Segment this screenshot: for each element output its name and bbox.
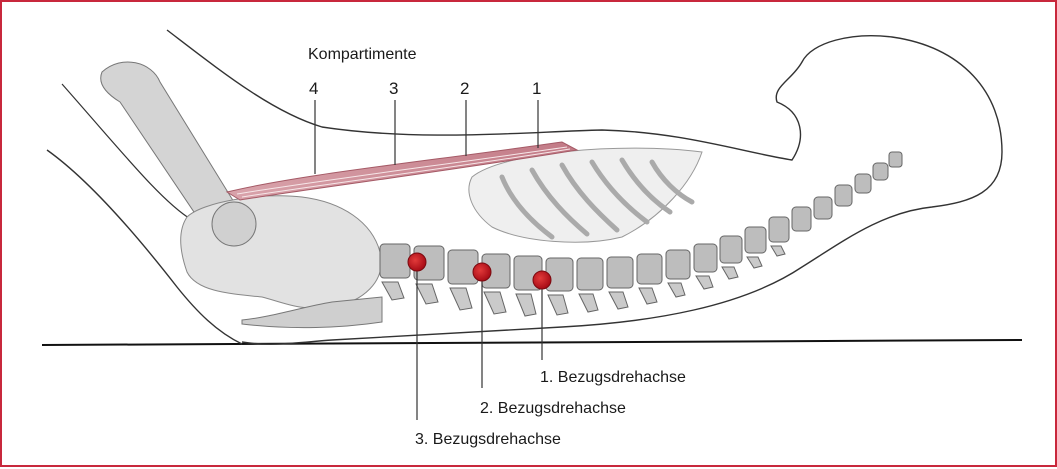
axis-marker-1 <box>533 271 551 289</box>
compartment-label-3: 3 <box>389 80 398 97</box>
compartment-label-1: 1 <box>532 80 541 97</box>
axis-marker-2 <box>473 263 491 281</box>
axis-label-1: 1. Bezugsdrehachse <box>540 370 686 386</box>
floor-line <box>42 340 1022 345</box>
compartment-label-4: 4 <box>309 80 318 97</box>
axis-label-2: 2. Bezugsdrehachse <box>480 401 626 417</box>
axis-label-3: 3. Bezugsdrehachse <box>415 432 561 448</box>
axis-marker-3 <box>408 253 426 271</box>
compartment-label-2: 2 <box>460 80 469 97</box>
hip-joint <box>212 202 256 246</box>
compartments-title: Kompartimente <box>308 47 417 63</box>
pelvis-bone <box>181 196 382 309</box>
